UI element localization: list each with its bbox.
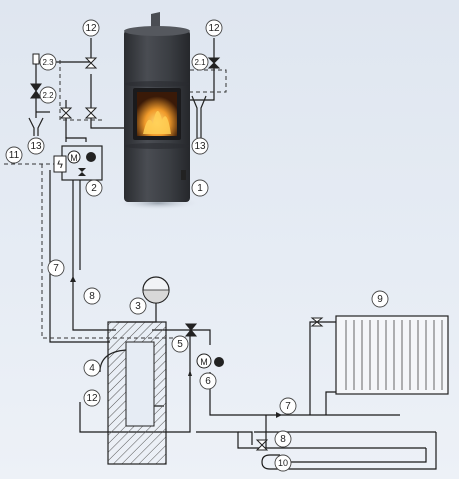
heating-pump: M [196,353,224,369]
label-6: 6 [205,376,211,387]
label-13-right: 13 [194,141,206,152]
heating-motor-symbol: M [200,357,208,367]
pump-group: M [61,145,103,181]
callout-labels: 12 12 2.3 2.1 2.2 13 13 11 2 1 7 8 3 9 5… [9,23,383,468]
label-2-2: 2.2 [42,91,54,100]
buffer-tank [99,321,167,465]
pipes [35,38,437,470]
label-12-tank: 12 [86,393,98,404]
label-13-left: 13 [30,141,42,152]
label-9: 9 [377,294,383,305]
label-4: 4 [89,363,95,374]
flow-arrows [70,276,282,418]
label-1: 1 [197,183,203,194]
callouts [5,19,389,472]
drain-funnels [28,95,207,138]
label-12-top-left: 12 [85,23,97,34]
expansion-vessel [142,276,170,304]
label-8-lower: 8 [280,434,286,445]
controller-sign: ϟ [57,159,63,171]
valves [30,53,324,451]
label-3: 3 [135,301,141,312]
dashed-lines [4,60,227,339]
label-12-top-right: 12 [208,23,220,34]
label-10: 10 [278,458,288,468]
label-7-upper: 7 [53,263,59,274]
label-7-lower: 7 [285,401,291,412]
pump-motor-symbol: M [70,153,78,163]
label-2: 2 [91,183,97,194]
label-11: 11 [9,150,20,161]
radiator [335,315,449,395]
controller-box: ϟ [53,155,67,173]
label-2-3: 2.3 [42,58,54,67]
label-8-upper: 8 [89,291,95,302]
label-5: 5 [177,339,183,350]
stove [116,12,200,210]
label-2-1: 2.1 [194,58,206,67]
